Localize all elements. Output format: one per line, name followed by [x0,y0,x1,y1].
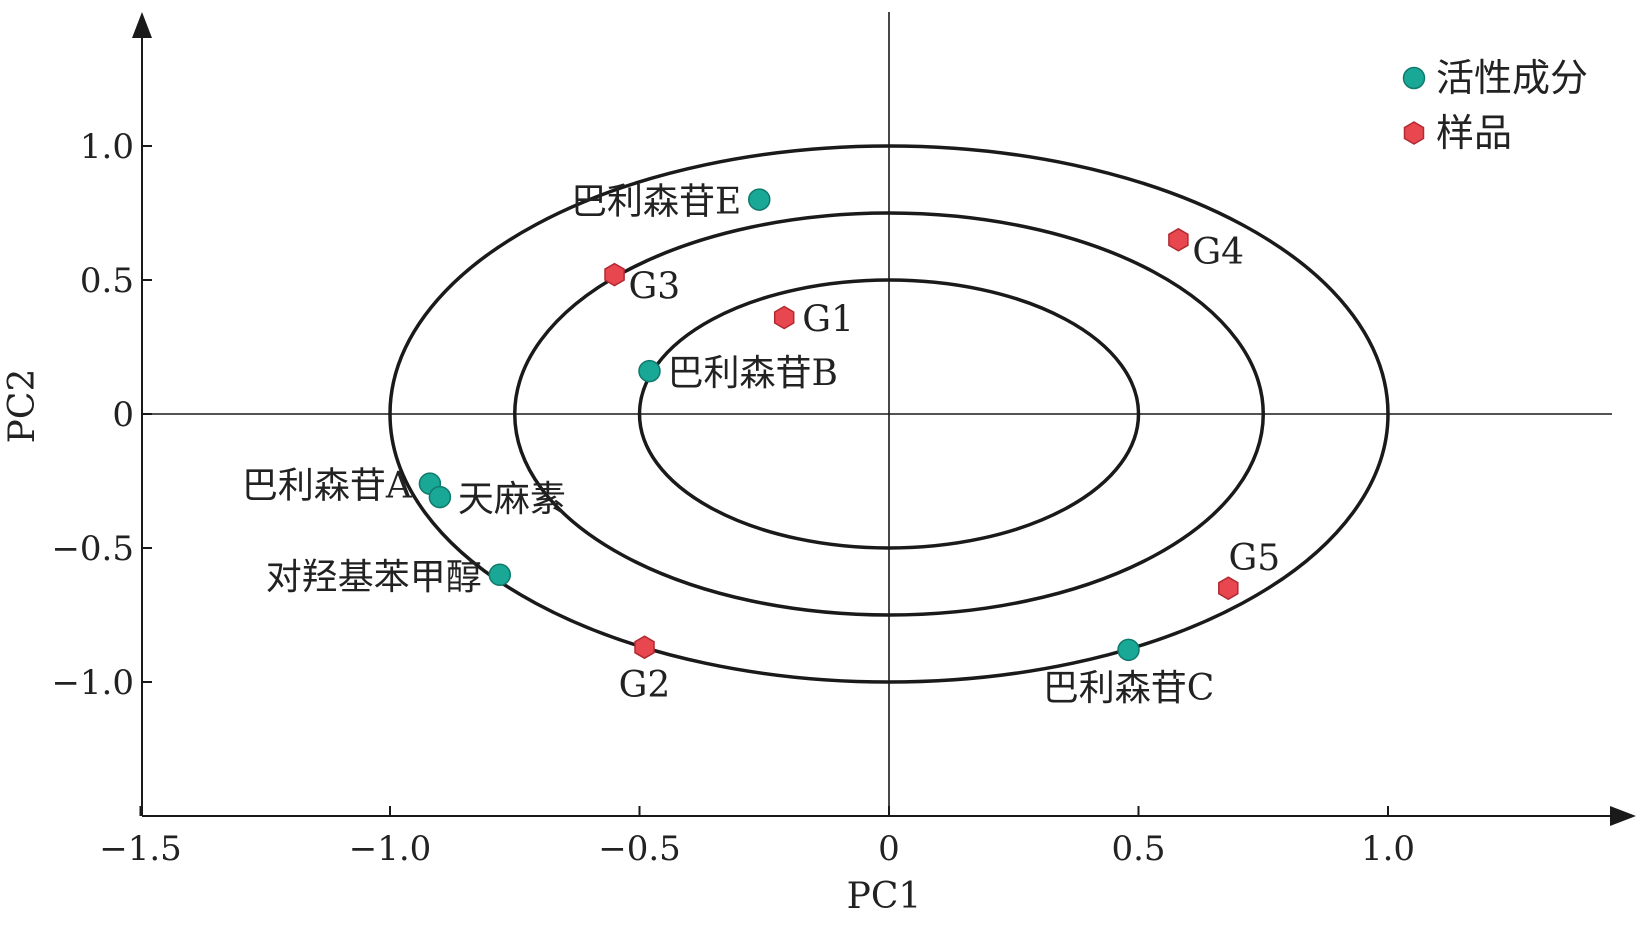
active-component-point [488,563,512,587]
x-tick-label: 0.5 [1111,829,1165,869]
x-tick-label: −1.0 [349,829,432,869]
legend-circle-icon [1402,66,1426,90]
x-axis-arrow [1610,806,1636,826]
active-component-point [428,485,452,509]
legend-label: 样品 [1436,111,1512,155]
active-component-point [1117,638,1140,662]
sample-point [773,305,795,330]
sample-point [1218,576,1239,601]
sample-point [634,635,655,660]
y-tick-label: −1.0 [51,663,134,703]
point-label: 天麻素 [458,479,566,520]
point-label: G2 [619,665,671,706]
sample-point [604,262,625,287]
legend-hexagon-icon [1403,121,1425,145]
active-component-point [638,359,661,383]
legend-label: 活性成分 [1436,56,1588,100]
ellipse [513,211,1265,617]
point-label: 对羟基苯甲醇 [266,557,482,598]
x-tick-label: −1.5 [99,829,182,869]
ellipse [388,144,1390,684]
x-tick-label: −0.5 [598,829,681,869]
confidence-ellipses [388,144,1390,684]
point-label: 巴利森苷E [571,182,741,223]
active-component-point [748,188,771,211]
y-tick-label: −0.5 [51,529,134,569]
tick-labels: −1.5 −1.0 −0.5 0 0.5 1.0 1.0 0.5 0 −0.5 −1.0 [51,127,1415,869]
x-axis-title: PC1 [847,876,922,917]
y-tick-label: 0 [112,395,134,435]
y-axis-title: PC2 [2,369,43,444]
point-label: G5 [1228,538,1280,579]
ellipse [637,278,1141,550]
y-tick-label: 1.0 [80,127,134,167]
point-label: 巴利森苷B [667,353,837,394]
x-tick-label: 0 [878,829,900,869]
y-axis-arrow [132,12,152,38]
sample-point [1168,227,1189,252]
point-label: 巴利森苷C [1043,668,1215,709]
point-label: G4 [1192,232,1244,273]
point-label: 巴利森苷A [242,466,413,507]
point-label: G3 [629,267,681,308]
y-tick-label: 0.5 [80,261,134,301]
point-label: G1 [802,300,854,341]
x-tick-label: 1.0 [1361,829,1415,869]
